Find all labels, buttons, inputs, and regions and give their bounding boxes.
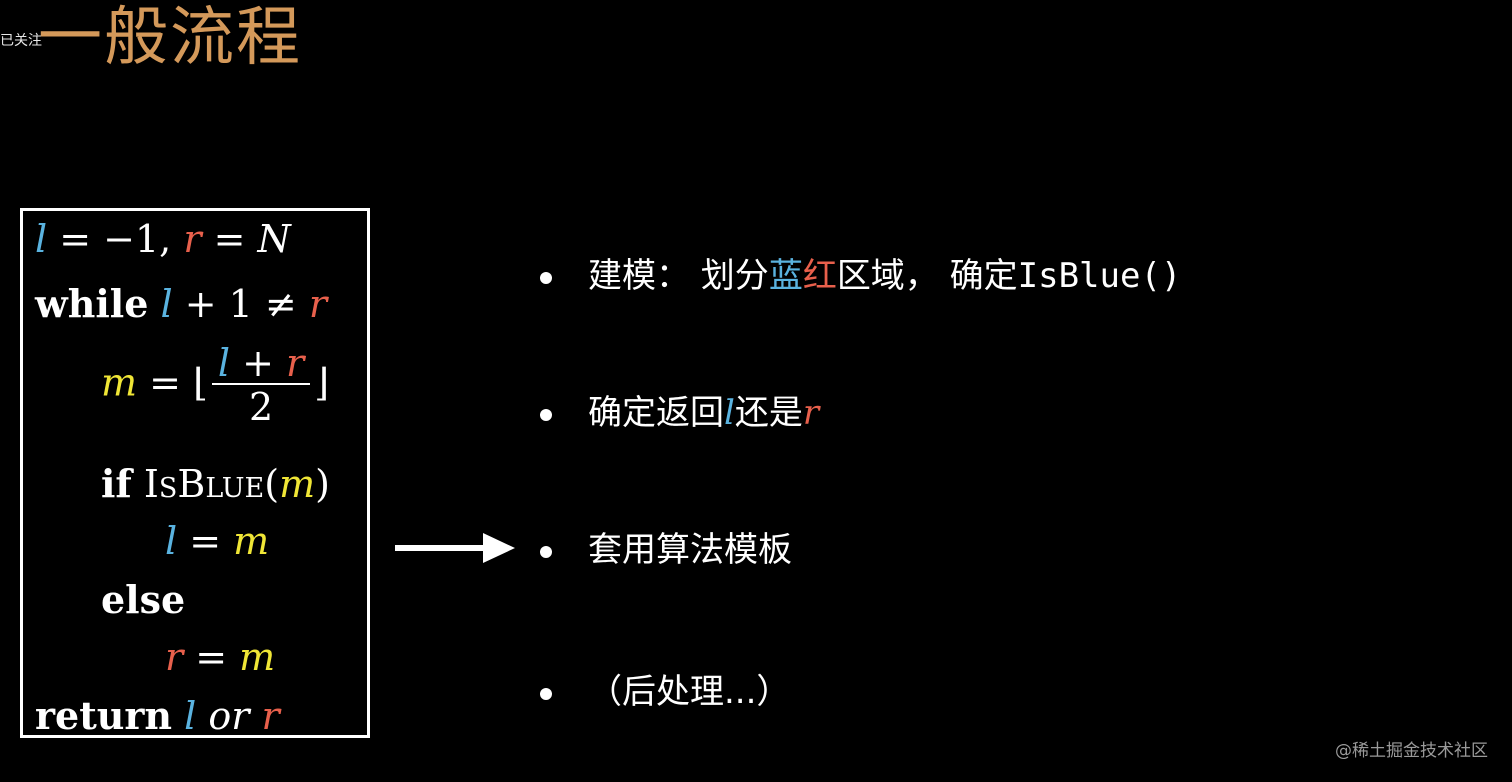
var-r: r [261,694,280,738]
bullet-text: 套用算法模板 [588,530,792,570]
var-l: l [184,694,197,738]
code-line-if: if IsBlue(m) [101,461,330,506]
bullet-item-modeling: 建模： 划分蓝红区域， 确定IsBlue() [540,248,1181,297]
var-m: m [101,360,138,405]
pseudocode-box: l = −1, r = N while l + 1 ≠ r m = ⌊l + r… [20,208,370,738]
var-m: m [233,519,270,563]
var-r: r [165,635,184,679]
keyword-else: else [101,577,186,622]
keyword-while: while [35,281,149,326]
code-text: = ⌊ [137,360,208,405]
code-text: = [177,519,234,563]
code-text: ) [315,462,330,506]
bullet-item-template: 套用算法模板 [540,522,792,571]
bullet-text: 建模： 划分 [588,256,769,296]
arrow-right-icon [395,533,515,563]
bullet-item-return: 确定返回l还是r [540,385,819,434]
var-l: l [165,519,178,563]
function-isblue: IsBlue [143,462,265,506]
var-l: l [217,341,231,385]
bullet-dot-icon [540,408,552,421]
var-r: r [183,217,202,261]
code-line-assign-l: l = m [165,519,269,563]
code-text: = [201,217,258,261]
var-m: m [239,635,276,679]
blue-word: 蓝 [768,256,803,296]
bullet-text: 区域， 确定 [836,256,1018,296]
code-text: = −1, [47,217,184,261]
keyword-if: if [101,461,132,506]
code-text: + 1 ≠ [172,282,309,326]
code-line-return: return l or r [35,693,280,738]
bullet-dot-icon [540,687,552,700]
bullet-text: 还是 [734,393,803,433]
var-n: N [257,217,291,261]
var-r: r [286,341,305,385]
var-r: r [308,282,327,326]
var-l: l [724,393,735,433]
code-line-while: while l + 1 ≠ r [35,281,327,326]
code-text: + [230,341,287,385]
code-line-assign-r: r = m [165,635,275,679]
watermark: @稀土掘金技术社区 [1335,741,1488,761]
follow-label: 已关注 [0,33,42,49]
var-l: l [160,282,173,326]
var-m: m [279,462,316,506]
bullet-text: （后处理...） [588,672,791,712]
code-text: or [196,694,262,738]
code-line-else: else [101,577,185,622]
page-title: 一般流程 [38,1,302,75]
bullet-text: 确定返回 [588,393,724,433]
function-name: IsBlue() [1017,256,1182,296]
bullet-item-postprocess: （后处理...） [540,664,790,713]
red-word: 红 [802,256,837,296]
bullet-dot-icon [540,271,552,284]
code-text: ⌋ [314,360,330,405]
code-text: ( [264,462,280,506]
bullet-dot-icon [540,545,552,558]
code-text: = [183,635,240,679]
var-l: l [35,217,48,261]
code-line-init: l = −1, r = N [35,217,291,261]
keyword-return: return [35,693,173,738]
denominator: 2 [248,385,274,429]
var-r: r [802,393,820,433]
